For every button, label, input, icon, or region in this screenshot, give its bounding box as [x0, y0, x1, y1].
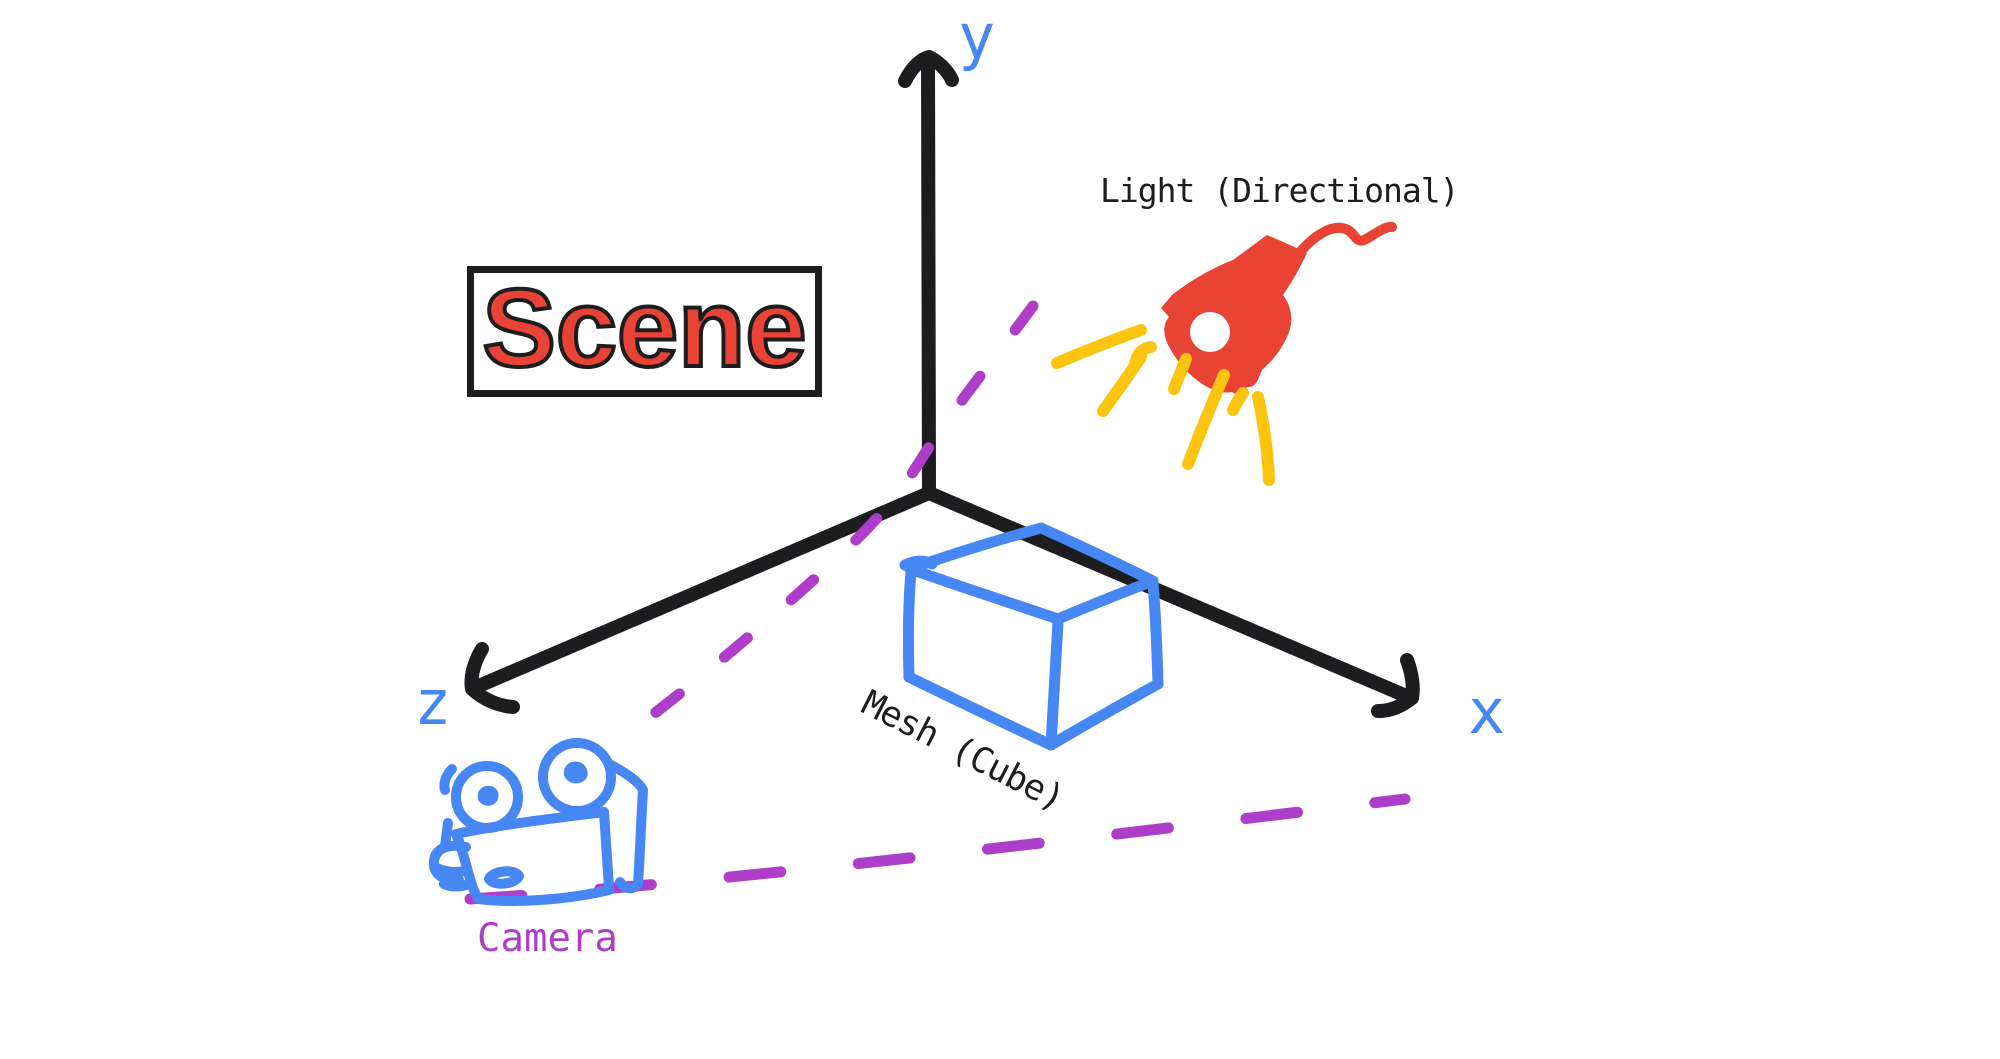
light-ray: [1168, 353, 1192, 395]
light-ray: [1051, 324, 1147, 369]
y-axis-line: [921, 53, 936, 500]
cube-corner-overshoot: [899, 555, 938, 571]
axes: [464, 50, 1420, 718]
x-axis-line: [922, 486, 1418, 705]
light-drawing: [1161, 222, 1397, 395]
z-axis-label: z: [414, 666, 452, 739]
scene-label: Scene: [480, 266, 808, 390]
camera-mouth: [484, 866, 524, 889]
camera-lens-mount: [440, 818, 453, 851]
camera-drawing: [428, 738, 648, 906]
light-ray: [1129, 341, 1157, 371]
camera-lens: [428, 840, 476, 892]
x-axis-label: x: [1468, 675, 1506, 748]
camera-side-panel: [606, 760, 648, 894]
camera-right-reel-hub: [563, 761, 588, 784]
camera-left-reel-hook: [439, 764, 457, 795]
y-axis-label: y: [958, 0, 996, 73]
light-rays: [1051, 324, 1275, 486]
camera-body: [451, 807, 614, 906]
dashed-guides: [464, 300, 1411, 905]
cube-bottom-left-edge: [903, 671, 1057, 751]
lamp-cord: [1290, 222, 1397, 263]
cube-left-edge: [902, 566, 917, 683]
light-ray: [1182, 369, 1230, 470]
camera-view-dashed-line: [464, 793, 1411, 905]
cube-drawing: [899, 522, 1164, 751]
x-axis-arrowhead: [1371, 653, 1420, 718]
cube-right-edge: [1147, 578, 1164, 690]
z-axis-arrowhead: [464, 642, 520, 714]
cube-bottom-right-edge: [1045, 678, 1164, 751]
light-label: Light (Directional): [1100, 171, 1459, 210]
light-ray: [1252, 391, 1275, 486]
lamp-opening-ring: [1180, 302, 1240, 362]
z-axis-line: [467, 486, 936, 695]
light-direction-dashed-line: [624, 300, 1039, 738]
y-axis-arrowhead: [898, 50, 959, 88]
light-ray: [1227, 387, 1249, 416]
camera-label: Camera: [477, 916, 618, 961]
cube-front-edge: [1045, 616, 1064, 751]
scene-box: Scene: [467, 266, 822, 397]
camera-left-reel-hub: [477, 785, 499, 806]
